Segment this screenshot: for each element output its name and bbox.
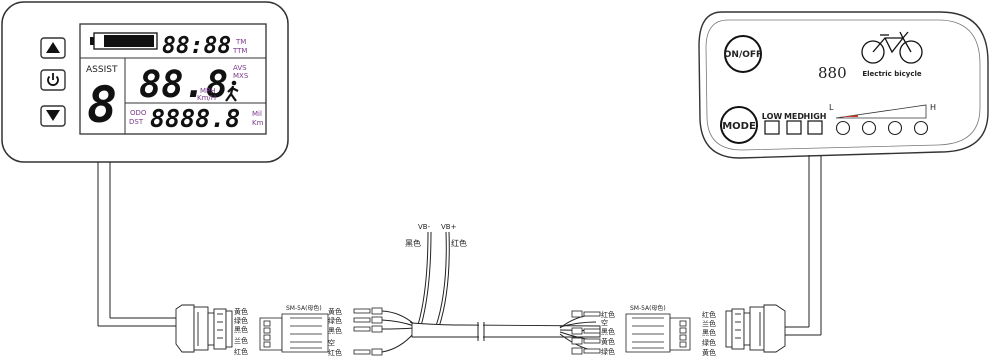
bike-caption: Electric bicycle <box>862 70 922 78</box>
avs-label: AVS <box>233 64 247 72</box>
kmh-label: Km/H <box>197 94 216 102</box>
mil-label: Mil <box>252 110 262 118</box>
walk-icon <box>225 80 239 102</box>
left-display-plug <box>175 304 233 353</box>
distance-readout: 8888.8 <box>150 104 240 133</box>
med-indicator <box>786 120 802 135</box>
left-loom-wire-2: 绿色 <box>328 316 342 325</box>
model-number: 880 <box>818 64 847 82</box>
assist-level-readout: 8 <box>87 76 117 134</box>
left-loom-wire-1: 黄色 <box>328 307 342 316</box>
right-display-cable <box>785 155 822 336</box>
right-plug-wire-4: 绿色 <box>702 338 716 347</box>
vb-plus-label: VB+ <box>441 223 457 231</box>
right-plug-wire-2: 兰色 <box>702 319 716 328</box>
left-loom-wire-3: 黑色 <box>328 326 342 335</box>
right-display-plug <box>725 304 786 353</box>
right-loom-wire-5: 绿色 <box>601 347 615 356</box>
tm-label: TM <box>235 38 246 46</box>
right-loom-wire-2: 空 <box>601 318 608 327</box>
level-high-label: H <box>930 103 936 112</box>
right-plug-wire-labels: 红色 兰色 黑色 绿色 黄色 <box>702 310 716 357</box>
main-cable <box>411 322 601 341</box>
left-sm5a-connector <box>259 313 329 353</box>
right-sm5a-connector <box>625 313 691 353</box>
left-loom-wire-5: 红色 <box>328 348 342 357</box>
left-display-cable <box>97 162 176 327</box>
left-crimp-terminals <box>353 307 383 356</box>
battery-icon <box>90 32 158 50</box>
med-label: MED <box>784 112 804 121</box>
low-label: LOW <box>762 112 783 121</box>
battery-lead-wires <box>417 231 450 328</box>
vb-minus-color: 黑色 <box>405 238 421 248</box>
mph-label: MPH <box>200 87 216 95</box>
level-low-label: L <box>829 103 834 112</box>
left-plug-wire-1: 黄色 <box>234 307 248 316</box>
assist-label: ASSIST <box>86 65 118 75</box>
on-off-button[interactable]: ON/OFF <box>724 35 762 73</box>
left-connector-label: SM-5A(母色) <box>286 304 322 312</box>
down-arrow-icon <box>46 110 60 121</box>
right-loom-wire-labels: 红色 空 黑色 黄色 绿色 <box>601 310 615 356</box>
right-connector-label: SM-5A(母色) <box>630 304 666 312</box>
right-plug-wire-5: 黄色 <box>702 348 716 357</box>
power-icon <box>47 73 59 86</box>
bicycle-icon <box>861 31 923 64</box>
level-gauge: L H <box>829 103 936 136</box>
on-off-label: ON/OFF <box>724 50 762 60</box>
right-loom-wire-3: 黑色 <box>601 327 615 336</box>
odo-label: ODO <box>130 109 147 117</box>
left-loom-wire-4: 空 <box>328 338 335 347</box>
up-button[interactable] <box>40 37 66 59</box>
time-readout: 88:88 <box>162 33 231 59</box>
high-label: HIGH <box>804 112 827 121</box>
left-plug-wire-4: 兰色 <box>234 336 248 345</box>
right-plug-wire-3: 黑色 <box>702 328 716 337</box>
right-loom-wire-4: 黄色 <box>601 337 615 346</box>
left-plug-wire-2: 绿色 <box>234 316 248 325</box>
power-button[interactable] <box>40 69 66 91</box>
mode-label: MODE <box>722 121 756 132</box>
right-crimp-terminals <box>571 310 601 355</box>
left-plug-wire-5: 红色 <box>234 347 248 356</box>
high-indicator <box>807 120 823 135</box>
up-arrow-icon <box>46 42 60 53</box>
right-loom-wire-1: 红色 <box>601 310 615 319</box>
mode-button[interactable]: MODE <box>720 106 758 144</box>
down-button[interactable] <box>40 105 66 127</box>
vb-minus-label: VB- <box>418 223 431 231</box>
low-indicator <box>764 120 780 135</box>
km-label: Km <box>252 119 264 127</box>
ttm-label: TTM <box>232 47 247 55</box>
left-loom-wire-labels: 黄色 绿色 黑色 空 红色 <box>328 307 342 357</box>
speed-readout: 88.8 <box>139 63 228 106</box>
vb-plus-color: 红色 <box>451 238 467 248</box>
mxs-label: MXS <box>233 72 249 80</box>
left-plug-wire-labels: 黄色 绿色 黑色 兰色 红色 <box>234 307 248 356</box>
dst-label: DST <box>129 118 144 126</box>
left-plug-wire-3: 黑色 <box>234 325 248 334</box>
right-plug-wire-1: 红色 <box>702 310 716 319</box>
